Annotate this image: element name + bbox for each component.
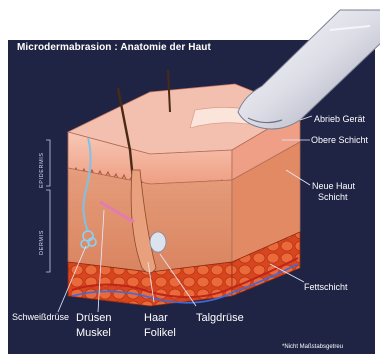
label-hair-follicle-2: Folikel bbox=[144, 327, 176, 340]
label-fat-layer: Fettschicht bbox=[304, 282, 348, 293]
scale-brackets bbox=[46, 140, 50, 272]
label-hair-follicle-1: Haar bbox=[144, 312, 168, 325]
label-sweat-gland: Schweißdrüse bbox=[12, 312, 69, 323]
footnote-not-to-scale: *Nicht Maßstabsgetreu bbox=[282, 344, 343, 350]
epidermis-label: EPIDERMIS bbox=[39, 152, 45, 188]
label-gland-muscle-1: Drüsen bbox=[76, 312, 111, 325]
label-upper-layer: Obere Schicht bbox=[311, 135, 368, 146]
label-device: Abrieb Gerät bbox=[314, 114, 365, 125]
label-gland-muscle-2: Muskel bbox=[76, 327, 111, 340]
label-new-skin-2: Schicht bbox=[318, 192, 348, 203]
label-new-skin-1: Neue Haut bbox=[312, 181, 355, 192]
dermis-label: DERMIS bbox=[39, 230, 45, 255]
abrasion-device bbox=[238, 10, 380, 129]
diagram-title: Microdermabrasion : Anatomie der Haut bbox=[17, 42, 211, 53]
label-sebaceous-gland: Talgdrüse bbox=[196, 312, 244, 325]
sebaceous-gland-shape bbox=[150, 232, 166, 252]
